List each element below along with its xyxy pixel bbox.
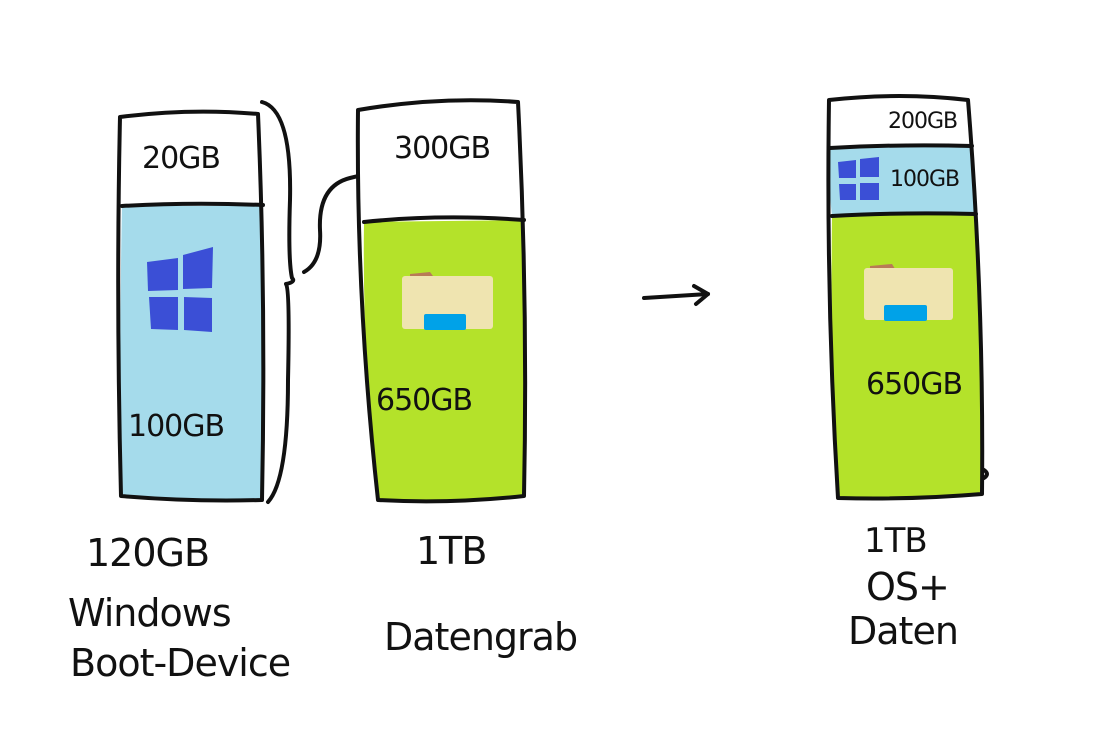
boot-drive-free-segment [119, 111, 264, 206]
data-drive-data-label: 650GB [376, 383, 472, 418]
merged-drive-caption-line2: Daten [848, 609, 958, 653]
data-drive-caption: Datengrab [384, 615, 577, 659]
data-drive-free-label: 300GB [394, 131, 490, 166]
data-drive-free-segment [357, 100, 525, 222]
boot-drive-outline [116, 109, 266, 503]
boot-drive-os-label: 100GB [128, 409, 224, 444]
boot-drive-free-label: 20GB [142, 141, 220, 176]
merged-drive-size-label: 1TB [864, 521, 927, 561]
merged-drive-data-label: 650GB [866, 367, 962, 402]
merged-drive-data-partition [831, 214, 982, 499]
boot-drive: 20GB 100GB [116, 100, 296, 504]
boot-drive-caption-line1: Windows [68, 591, 231, 635]
merged-drive-divider-bottom [830, 211, 978, 218]
windows-logo-icon [147, 247, 213, 332]
merged-drive-divider-top [828, 143, 974, 150]
boot-drive-os-partition [120, 206, 265, 501]
data-drive-divider [362, 215, 526, 224]
merged-drive-edge-tick [982, 468, 989, 480]
folder-icon [864, 264, 953, 321]
boot-drive-bracket [260, 100, 296, 504]
merged-drive-free-segment [828, 96, 972, 148]
folder-icon [402, 272, 493, 330]
boot-drive-divider [120, 201, 265, 208]
merged-drive-outline [826, 94, 985, 501]
merged-drive-caption-line1: OS+ [866, 565, 949, 609]
merged-drive-free-label: 200GB [888, 109, 957, 134]
data-drive-size-label: 1TB [416, 529, 486, 573]
data-drive-data-partition [363, 220, 525, 502]
boot-drive-caption-line2: Boot-Device [70, 641, 290, 685]
merged-drive: 200GB 100GB 650GB [826, 94, 989, 501]
boot-drive-size-label: 120GB [86, 531, 209, 575]
transition-arrow [642, 284, 710, 306]
merged-drive-os-label: 100GB [890, 167, 959, 192]
data-drive: 300GB 650GB [355, 98, 528, 504]
data-drive-outline [355, 98, 528, 504]
windows-logo-icon [838, 157, 879, 200]
